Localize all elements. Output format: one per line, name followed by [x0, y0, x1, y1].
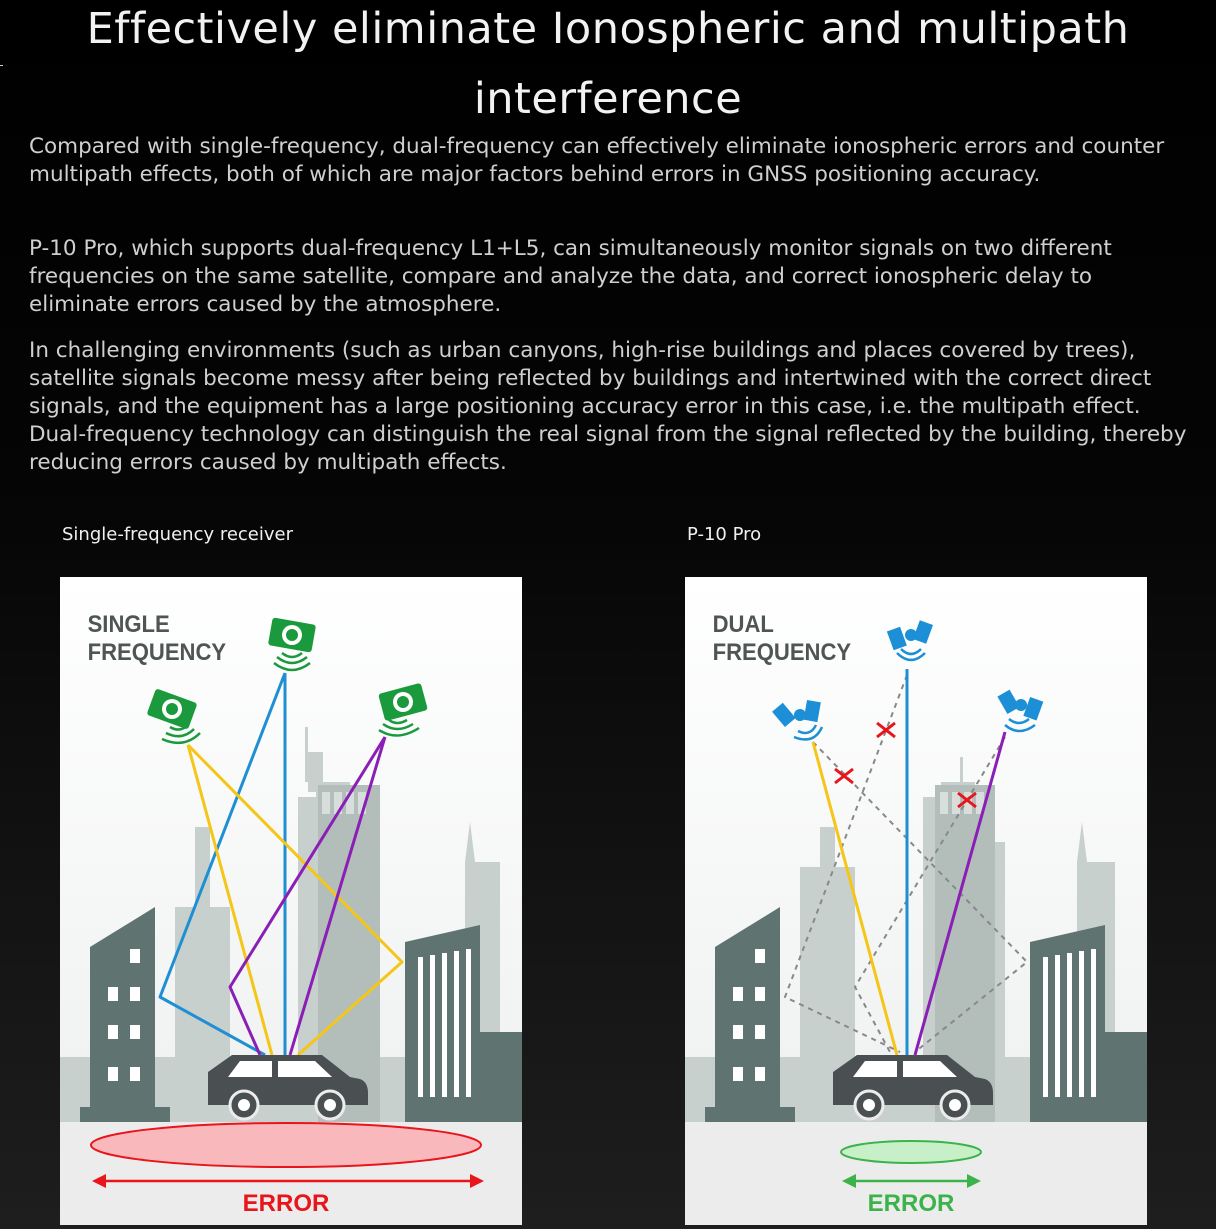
satellite-icon-right [997, 689, 1044, 733]
car-icon [208, 1055, 368, 1121]
ground [685, 1122, 1147, 1225]
dual-frequency-paragraph: P-10 Pro, which supports dual-frequency … [29, 236, 1112, 317]
satellite-icon-right [378, 683, 428, 737]
panel-title-line2: FREQUENCY [88, 638, 227, 665]
edge-marker [0, 65, 3, 66]
p10-pro-caption: P-10 Pro [687, 524, 762, 545]
building-windows [733, 949, 1096, 1097]
blocked-x-marks [834, 721, 977, 809]
dual-frequency-diagram: DUAL FREQUENCY [685, 577, 1147, 1225]
signal-yellow-reflected [186, 743, 404, 1057]
intro-paragraph: Compared with single-frequency, dual-fre… [29, 134, 1165, 187]
error-label: ERROR [868, 1190, 955, 1217]
multipath-paragraph: In challenging environments (such as urb… [29, 338, 1187, 475]
error-ellipse-small [840, 1140, 982, 1164]
page-title: Effectively eliminate Ionospheric and mu… [86, 4, 1130, 124]
signal-paths [158, 672, 404, 1057]
signal-purple-direct [288, 736, 387, 1056]
error-arrow [92, 1174, 484, 1188]
x-mark-icon [876, 721, 896, 739]
car-icon [833, 1055, 993, 1121]
x-mark-icon [834, 767, 854, 785]
satellite-icon-left [772, 699, 824, 741]
satellite-icon-left [147, 689, 201, 745]
single-frequency-diagram: SINGLE FREQUENCY ERR [60, 577, 522, 1225]
blocked-signal-paths [783, 674, 1029, 1053]
mid-buildings [318, 785, 380, 1122]
signal-purple-direct [913, 731, 1007, 1056]
panel-title-line1: SINGLE [88, 610, 170, 637]
error-arrow [842, 1174, 981, 1188]
panel-title-line1: DUAL [713, 610, 774, 637]
mid-buildings [935, 785, 995, 1122]
panel-title-line2: FREQUENCY [713, 638, 852, 665]
signal-blue-reflected [158, 672, 287, 1057]
single-frequency-caption: Single-frequency receiver [62, 524, 294, 545]
satellite-icon-top [268, 617, 316, 672]
error-label: ERROR [243, 1190, 330, 1217]
signal-paths [811, 669, 1007, 1056]
signal-yellow-direct [811, 741, 899, 1056]
building-windows [108, 949, 471, 1097]
signal-yellow-direct [186, 744, 274, 1056]
signal-purple-reflected [228, 736, 387, 1056]
error-ellipse-large [90, 1122, 482, 1168]
x-mark-icon [957, 791, 977, 809]
satellite-icon-top [886, 620, 933, 662]
